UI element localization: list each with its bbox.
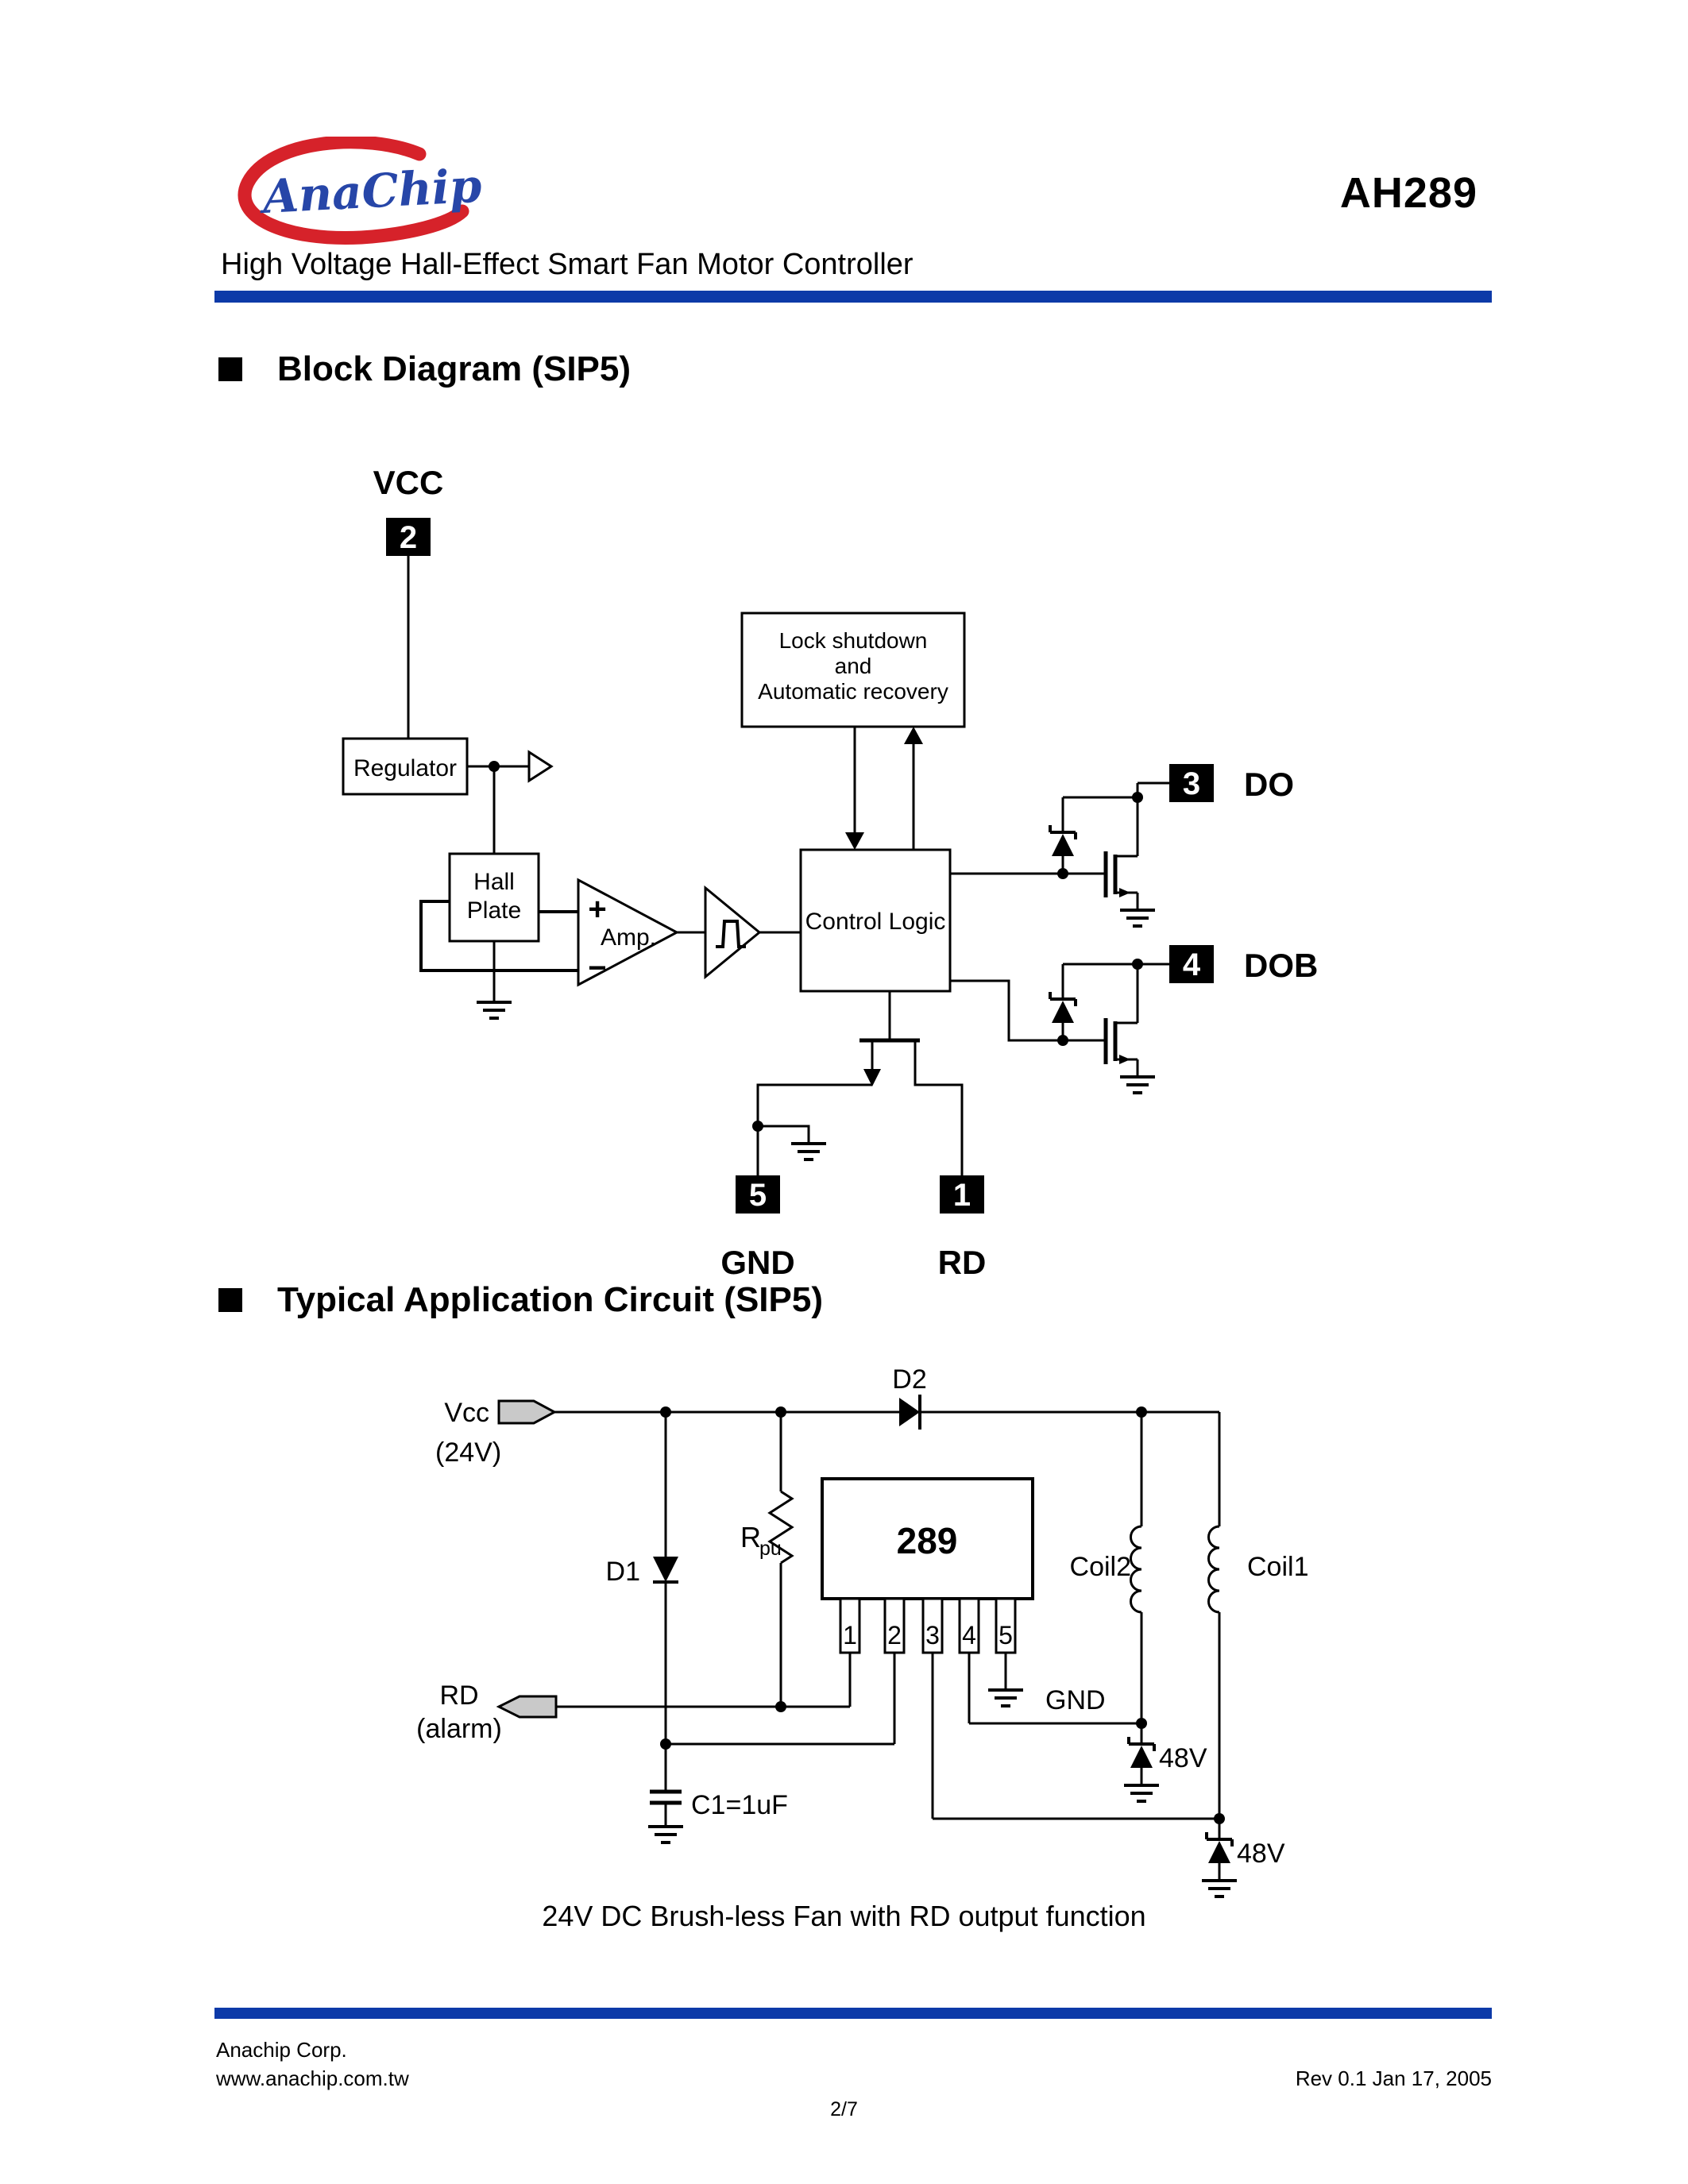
lock-label-1: Lock shutdown (779, 628, 928, 653)
pin-1-number: 1 (953, 1178, 971, 1213)
do-pin-label: DO (1244, 766, 1294, 803)
schmitt-pulse-icon (716, 920, 746, 948)
rpu-sub-label: pu (759, 1538, 782, 1560)
ground-icon (647, 1825, 685, 1844)
ground-icon (987, 1688, 1025, 1707)
rd-alarm-label: (alarm) (416, 1714, 502, 1744)
hall-label-2: Plate (467, 897, 521, 924)
rd-pin-label: RD (938, 1244, 987, 1281)
ground-icon (1200, 1879, 1238, 1898)
transistor-emitter-arrow-icon (863, 1069, 881, 1086)
pin-1-box (940, 1175, 984, 1214)
schmitt-trigger-block (704, 885, 762, 980)
part-number: AH289 (1339, 169, 1477, 217)
hall-plate-block (448, 852, 540, 943)
ic-pin-4-number: 4 (962, 1621, 976, 1650)
footer-website: www.anachip.com.tw (216, 2066, 409, 2090)
circuit-caption: 24V DC Brush-less Fan with RD output fun… (542, 1900, 1146, 1932)
footer-revision: Rev 0.1 Jan 17, 2005 (1295, 2066, 1492, 2090)
mosfet-icon (1106, 851, 1138, 897)
lock-shutdown-block (740, 612, 966, 728)
amp-label: Amp. (601, 924, 656, 951)
ground-icon (1118, 1075, 1157, 1094)
section-block-diagram: Block Diagram (SIP5) (218, 349, 631, 389)
ground-icon (1118, 909, 1157, 928)
diode-d2-icon (899, 1398, 920, 1426)
header-rule (214, 291, 1492, 303)
ic-289-block (821, 1477, 1034, 1600)
gnd-pin-label: GND (720, 1244, 794, 1281)
coil2-label: Coil2 (1070, 1552, 1131, 1582)
coil2-inductor-icon (1130, 1525, 1142, 1614)
logo-swirl-icon (238, 137, 469, 245)
vcc-voltage-label: (24V) (435, 1437, 501, 1468)
footer-company: Anachip Corp. (216, 2038, 347, 2062)
vcc-connector-icon (497, 1399, 558, 1425)
c1-label: C1=1uF (691, 1790, 788, 1820)
rd-label: RD (439, 1680, 478, 1711)
vcc-label: Vcc (444, 1398, 489, 1428)
ic-pin-5-number: 5 (999, 1621, 1013, 1650)
logo-brand-text: AnaChip (257, 159, 483, 225)
zener-coil1-label: 48V (1237, 1839, 1285, 1869)
ic-pin-2-number: 2 (887, 1621, 902, 1650)
amplifier-block (577, 878, 680, 987)
anachip-logo: AnaChip (238, 137, 483, 245)
regulator-output-arrow-icon (527, 750, 554, 783)
amp-plus-label: + (588, 892, 606, 927)
ground-icon (1122, 1784, 1161, 1803)
page-number: 2/7 (830, 2098, 858, 2120)
dob-pin-label: DOB (1244, 947, 1318, 984)
control-logic-block (799, 848, 952, 993)
control-logic-label: Control Logic (805, 909, 946, 935)
pin-4-box (1169, 945, 1214, 983)
pin-2-number: 2 (400, 520, 417, 555)
ic-pin-1-number: 1 (843, 1621, 857, 1650)
rpu-label: R (740, 1521, 761, 1553)
pin-3-box (1169, 764, 1214, 802)
application-circuit: Vcc (24V) D2 D1 R pu (416, 1364, 1308, 1898)
hall-label-1: Hall (473, 869, 515, 895)
rd-connector-icon (496, 1695, 558, 1719)
section-title: Typical Application Circuit (SIP5) (277, 1280, 823, 1319)
ic-pin-lead (958, 1597, 980, 1654)
pin-2-box (386, 518, 431, 556)
gnd-label: GND (1045, 1685, 1106, 1715)
arrow-up-icon (904, 727, 923, 744)
pin-4-number: 4 (1183, 947, 1201, 982)
arrow-down-icon (845, 832, 864, 850)
pin-5-number: 5 (749, 1178, 767, 1213)
regulator-block (342, 737, 469, 796)
block-diagram: VCC 2 Regulator Hall Plate + Amp. − (342, 464, 1318, 1281)
vcc-pin-label: VCC (373, 464, 444, 501)
ic-pin-3-number: 3 (925, 1621, 940, 1650)
mosfet-icon (1106, 1018, 1138, 1064)
square-bullet-icon (218, 1288, 242, 1312)
coil1-label: Coil1 (1247, 1552, 1308, 1582)
lock-label-2: and (835, 654, 872, 678)
amp-minus-label: − (588, 951, 606, 986)
d1-label: D1 (606, 1557, 640, 1587)
ic-pin-lead (921, 1597, 944, 1654)
ground-icon (790, 1142, 828, 1161)
pin-5-box (736, 1175, 780, 1214)
page-title: High Voltage Hall-Effect Smart Fan Motor… (221, 248, 914, 281)
diode-d1-icon (653, 1557, 678, 1582)
regulator-label: Regulator (353, 755, 457, 781)
footer-rule (214, 2008, 1492, 2019)
coil1-inductor-icon (1207, 1525, 1220, 1614)
zener-coil2-label: 48V (1159, 1743, 1207, 1773)
resistor-rpu-icon (767, 1490, 794, 1565)
ic-289-label: 289 (897, 1520, 958, 1561)
d2-label: D2 (892, 1364, 926, 1395)
section-application: Typical Application Circuit (SIP5) (218, 1280, 823, 1320)
square-bullet-icon (218, 357, 242, 381)
lock-label-3: Automatic recovery (758, 679, 948, 704)
ground-icon (475, 1001, 513, 1020)
section-title: Block Diagram (SIP5) (277, 349, 632, 388)
pin-3-number: 3 (1183, 766, 1200, 801)
